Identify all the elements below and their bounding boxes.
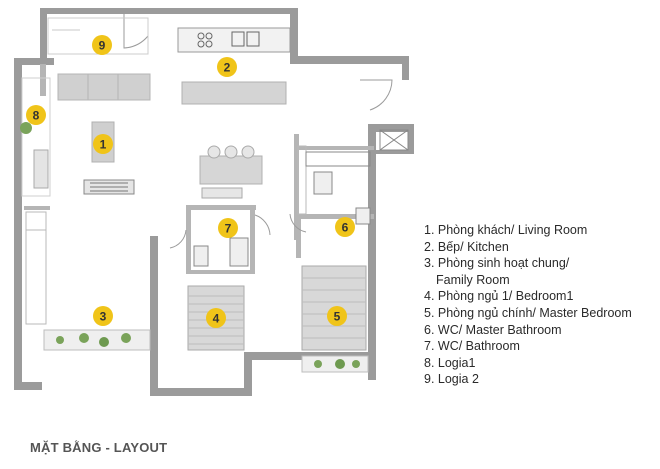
room-marker-4: 4 (206, 308, 226, 328)
room-marker-4-label: 4 (213, 312, 220, 326)
planters (20, 122, 369, 373)
room-marker-9: 9 (92, 35, 112, 55)
door-swings (123, 14, 393, 249)
legend-item-family-room: 3. Phòng sinh hoạt chung/ (424, 256, 570, 271)
wardrobe-master (297, 145, 307, 215)
legend-item-bathroom: 7. WC/ Bathroom (424, 339, 520, 354)
wardrobe-family-room (25, 211, 47, 325)
room-marker-7-label: 7 (225, 222, 232, 236)
logia-1-area (21, 77, 51, 197)
dining-set (199, 145, 263, 199)
room-marker-2: 2 (217, 57, 237, 77)
room-marker-8: 8 (26, 105, 46, 125)
stove-icon (197, 32, 213, 48)
room-marker-5-label: 5 (334, 310, 341, 324)
room-marker-6-label: 6 (342, 221, 349, 235)
legend-item-master-bedroom: 5. Phòng ngủ chính/ Master Bedroom (424, 305, 632, 320)
kitchen-island (181, 81, 287, 105)
kitchen-counter (177, 27, 291, 53)
room-markers: 1 2 3 4 5 6 7 8 9 (26, 35, 355, 328)
room-marker-2-label: 2 (224, 61, 231, 75)
legend-item-kitchen: 2. Bếp/ Kitchen (424, 239, 509, 254)
room-marker-8-label: 8 (33, 109, 40, 123)
plan-caption: MẶT BẰNG - LAYOUT (30, 440, 168, 455)
legend-item-logia-2: 9. Logia 2 (424, 372, 479, 387)
legend-item-family-room-cont: Family Room (436, 272, 510, 287)
room-marker-3-label: 3 (100, 310, 107, 324)
tv-console (83, 179, 135, 195)
legend-item-master-bathroom: 6. WC/ Master Bathroom (424, 322, 562, 337)
room-marker-7: 7 (218, 218, 238, 238)
sink-icon (231, 31, 260, 47)
room-marker-6: 6 (335, 217, 355, 237)
room-marker-1: 1 (93, 134, 113, 154)
bathroom-fixtures (193, 129, 409, 267)
room-marker-1-label: 1 (100, 138, 107, 152)
room-marker-3: 3 (93, 306, 113, 326)
room-legend: 1. Phòng khách/ Living Room 2. Bếp/ Kitc… (424, 222, 632, 388)
room-marker-9-label: 9 (99, 39, 106, 53)
sofa (57, 73, 151, 101)
legend-item-logia-1: 8. Logia1 (424, 355, 476, 370)
room-marker-5: 5 (327, 306, 347, 326)
interior-walls (24, 64, 374, 274)
legend-item-bedroom-1: 4. Phòng ngủ 1/ Bedroom1 (424, 289, 574, 304)
legend-item-living-room: 1. Phòng khách/ Living Room (424, 223, 588, 237)
